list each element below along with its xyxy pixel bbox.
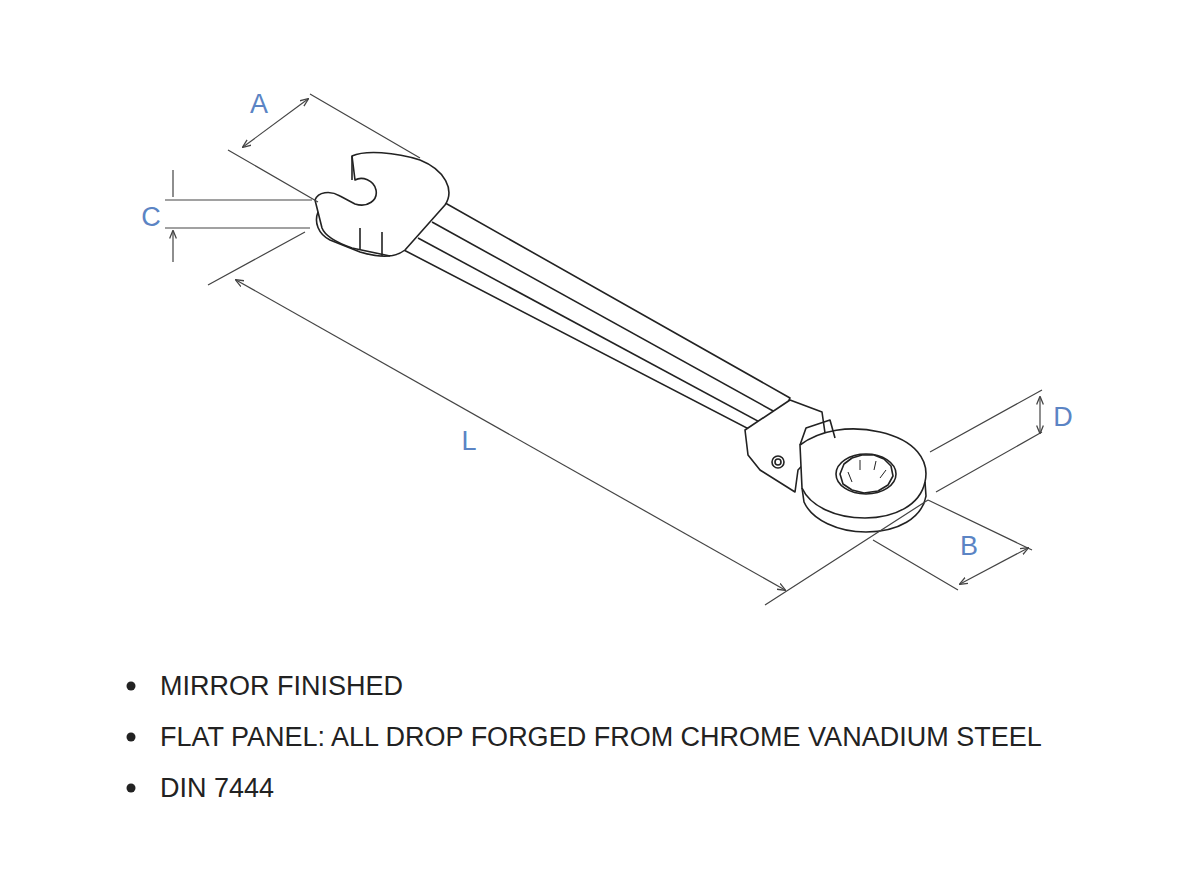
dimension-line <box>236 280 785 590</box>
open-end-side <box>318 212 390 256</box>
hinge-pin <box>772 456 784 468</box>
extension-line <box>930 390 1042 492</box>
shaft-groove <box>418 238 765 425</box>
wrench-shaft <box>400 200 790 440</box>
dimension-label: D <box>1051 404 1075 431</box>
feature-bullet: DIN 7444 <box>160 772 274 804</box>
dimension-line <box>1039 397 1040 433</box>
shaft-groove <box>432 222 775 412</box>
feature-bullet: FLAT PANEL: ALL DROP FORGED FROM CHROME … <box>160 721 1042 753</box>
feature-bullet: MIRROR FINISHED <box>160 670 403 702</box>
ratchet-hole <box>836 454 896 494</box>
hinge-pin <box>775 459 781 465</box>
dimension-label: L <box>459 428 478 455</box>
twelve-point-teeth <box>848 460 886 482</box>
dimension-label: B <box>958 533 980 560</box>
twelve-point-teeth <box>840 455 893 493</box>
dimension-label: C <box>139 204 163 231</box>
bullet-dot <box>127 682 136 691</box>
extension-line <box>208 232 928 605</box>
extension-line <box>165 200 312 228</box>
hinge-knuckle <box>800 420 835 445</box>
ring-head <box>800 429 926 518</box>
jaw-edge <box>351 156 353 180</box>
dimension-label: A <box>248 91 270 118</box>
jaw-edge <box>360 228 382 256</box>
bullet-dot <box>127 733 136 742</box>
bullet-dot <box>127 784 136 793</box>
dimension-line <box>172 170 173 262</box>
extension-line <box>873 500 1032 590</box>
open-end-head <box>315 153 449 257</box>
